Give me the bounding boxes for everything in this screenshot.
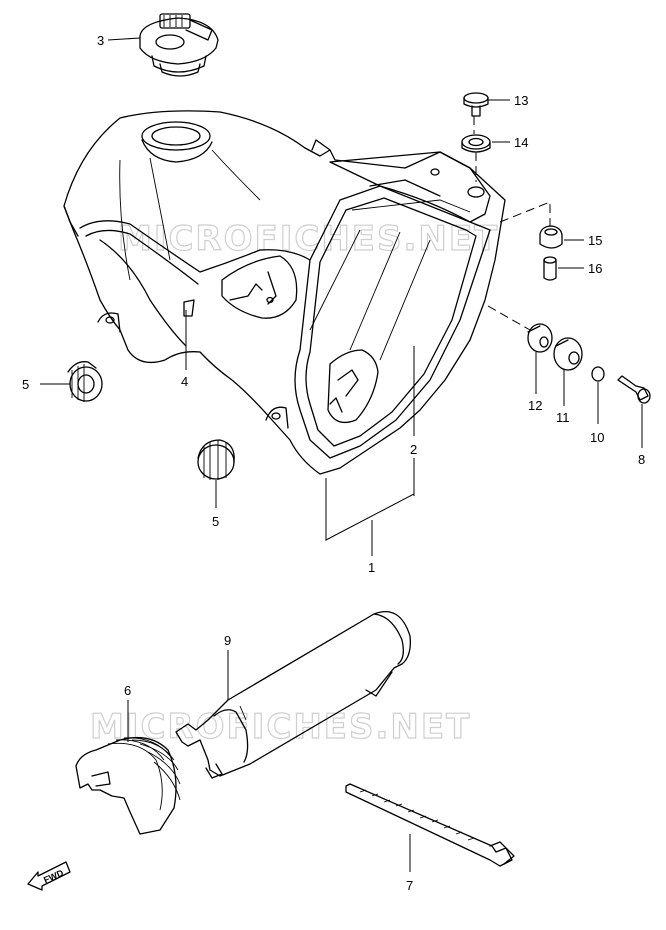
washer-10-part [591,366,605,382]
callout-8: 9 [224,633,231,648]
callout-7: 7 [406,878,413,893]
callout-5-lower: 5 [212,514,219,529]
fuel-tank-part [63,110,506,475]
hose-clip [183,299,195,317]
grommet-lower-part [197,439,235,480]
callout-13: 13 [514,93,528,108]
callout-14: 14 [514,135,528,150]
callout-11: 11 [556,410,570,425]
collar-14-part [461,134,491,153]
bolt-9-part [617,375,651,404]
callout-12: 12 [528,398,542,413]
callout-9: 8 [638,452,645,467]
protector-tube-8-part [175,610,411,779]
callout-1: 1 [368,560,375,575]
cushion-15-part [539,225,563,249]
clamp-6-part [75,736,181,835]
spacer-16-part [543,256,557,281]
spacer-11-part [553,337,583,371]
callout-4: 4 [181,374,188,389]
leader-lines [40,37,643,872]
callout-2: 2 [410,442,417,457]
fwd-label: FWD [42,867,65,885]
grommet-upper-part [67,361,103,402]
callout-labels: 3 4 5 5 13 14 15 16 12 11 10 8 2 1 9 6 7 [22,33,645,893]
assembly-lines [473,116,551,331]
callout-15: 15 [588,233,602,248]
forward-arrow-icon: FWD [27,861,71,891]
watermark-bottom: MICROFICHES.NET [90,707,471,747]
cushion-12-part [527,323,553,353]
callout-5-upper: 5 [22,377,29,392]
watermark-top: MICROFICHES.NET [118,219,499,259]
callout-3: 3 [97,33,104,48]
callout-16: 16 [588,261,602,276]
callout-6: 6 [124,683,131,698]
bolt-13-part [463,92,489,117]
fuel-cap-part [139,13,219,77]
cable-tie-7-part [345,783,515,867]
callout-10: 10 [590,430,604,445]
